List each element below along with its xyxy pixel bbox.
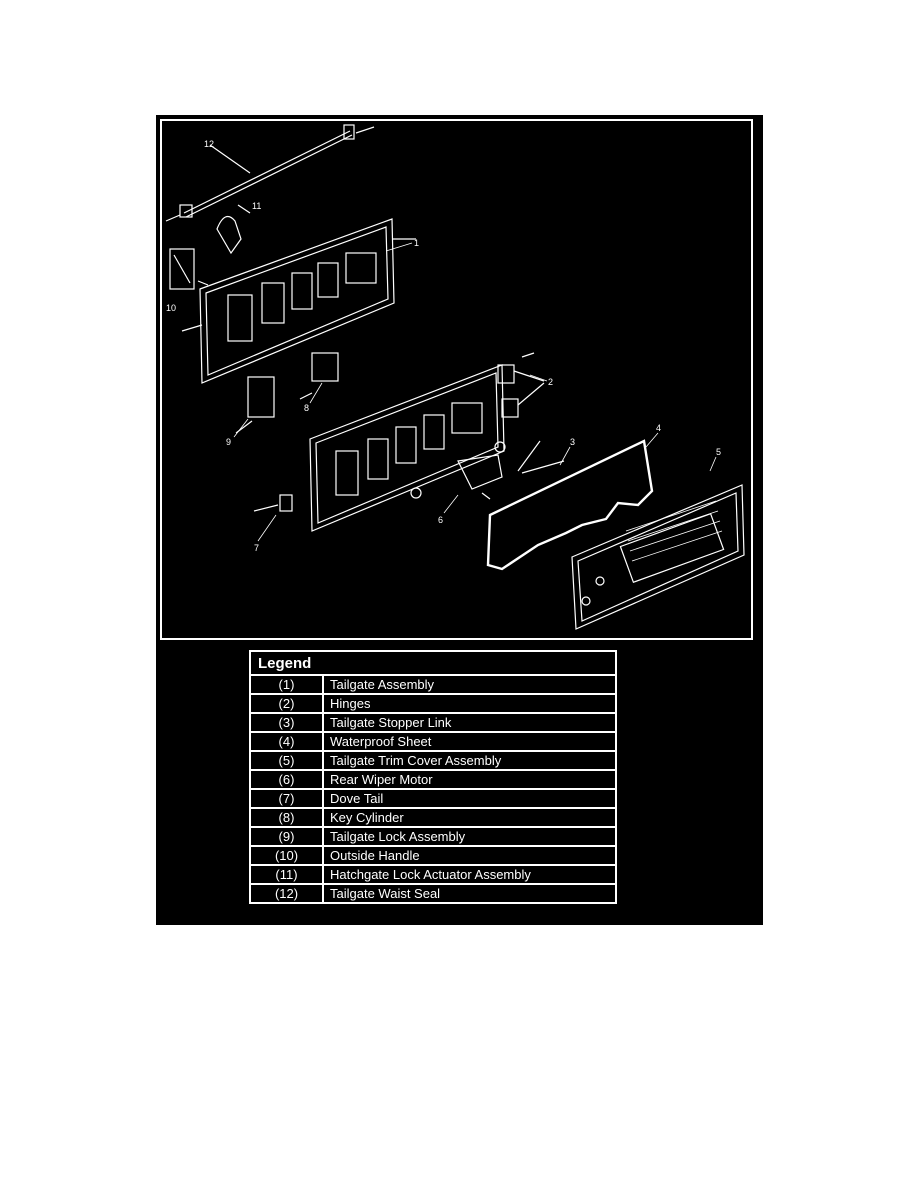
callout-6: 6 [438, 515, 443, 525]
legend-number: (8) [249, 807, 324, 828]
callout-9: 9 [226, 437, 231, 447]
callout-2: 2 [548, 377, 553, 387]
legend-label: Key Cylinder [322, 807, 617, 828]
callout-11: 11 [252, 201, 261, 211]
legend-row: (4)Waterproof Sheet [249, 731, 617, 752]
callout-8: 8 [304, 403, 309, 413]
legend-label: Tailgate Stopper Link [322, 712, 617, 733]
legend-number: (5) [249, 750, 324, 771]
legend-label: Dove Tail [322, 788, 617, 809]
legend-label: Tailgate Waist Seal [322, 883, 617, 904]
legend-label: Tailgate Trim Cover Assembly [322, 750, 617, 771]
exploded-view-frame: 1 2 3 4 5 6 7 8 9 10 11 12 [160, 119, 753, 640]
legend-label: Tailgate Lock Assembly [322, 826, 617, 847]
legend-number: (10) [249, 845, 324, 866]
legend-row: (5)Tailgate Trim Cover Assembly [249, 750, 617, 771]
lock-actuator-part [216, 204, 251, 255]
callout-1: 1 [414, 238, 419, 248]
legend-label: Hinges [322, 693, 617, 714]
tailgate-outer-panel [309, 364, 506, 532]
legend-number: (7) [249, 788, 324, 809]
trim-cover-part [571, 484, 745, 630]
callout-3: 3 [570, 437, 575, 447]
callout-10: 10 [166, 303, 176, 313]
legend-row: (7)Dove Tail [249, 788, 617, 809]
legend-number: (1) [249, 674, 324, 695]
callout-7: 7 [254, 543, 259, 553]
legend-header-row: Legend [249, 650, 617, 676]
callout-leaders [233, 242, 717, 542]
legend-row: (8)Key Cylinder [249, 807, 617, 828]
stopper-link-part [517, 440, 565, 474]
legend-table: Legend (1)Tailgate Assembly (2)Hinges (3… [249, 650, 617, 904]
legend-number: (9) [249, 826, 324, 847]
legend-label: Waterproof Sheet [322, 731, 617, 752]
legend-label: Tailgate Assembly [322, 674, 617, 695]
legend-row: (6)Rear Wiper Motor [249, 769, 617, 790]
legend-label: Outside Handle [322, 845, 617, 866]
legend-number: (3) [249, 712, 324, 733]
callout-labels: 1 2 3 4 5 6 7 8 9 10 11 12 [166, 139, 721, 553]
lock-assembly-part [235, 376, 275, 434]
dove-tail-part [253, 494, 293, 512]
legend-row: (11)Hatchgate Lock Actuator Assembly [249, 864, 617, 885]
tailgate-assembly-part [181, 218, 416, 384]
waterproof-sheet-part [486, 439, 654, 571]
rear-wiper-motor-part [457, 454, 503, 500]
legend-label: Rear Wiper Motor [322, 769, 617, 790]
legend-number: (12) [249, 883, 324, 904]
legend-row: (1)Tailgate Assembly [249, 674, 617, 695]
key-cylinder-part [299, 352, 339, 400]
legend-row: (3)Tailgate Stopper Link [249, 712, 617, 733]
legend-number: (11) [249, 864, 324, 885]
legend-title: Legend [249, 650, 617, 676]
legend-row: (12)Tailgate Waist Seal [249, 883, 617, 904]
legend-row: (10)Outside Handle [249, 845, 617, 866]
legend-number: (2) [249, 693, 324, 714]
waist-seal-part [165, 124, 375, 222]
legend-row: (2)Hinges [249, 693, 617, 714]
callout-4: 4 [656, 423, 661, 433]
legend-label: Hatchgate Lock Actuator Assembly [322, 864, 617, 885]
legend-number: (6) [249, 769, 324, 790]
callout-12: 12 [204, 139, 214, 149]
outside-handle-part [169, 248, 209, 290]
hinges-part [497, 352, 545, 418]
legend-row: (9)Tailgate Lock Assembly [249, 826, 617, 847]
diagram-figure: 1 2 3 4 5 6 7 8 9 10 11 12 Legend (1)Tai… [156, 115, 763, 925]
tailgate-exploded-view: 1 2 3 4 5 6 7 8 9 10 11 12 [165, 124, 745, 630]
callout-5: 5 [716, 447, 721, 457]
legend-number: (4) [249, 731, 324, 752]
